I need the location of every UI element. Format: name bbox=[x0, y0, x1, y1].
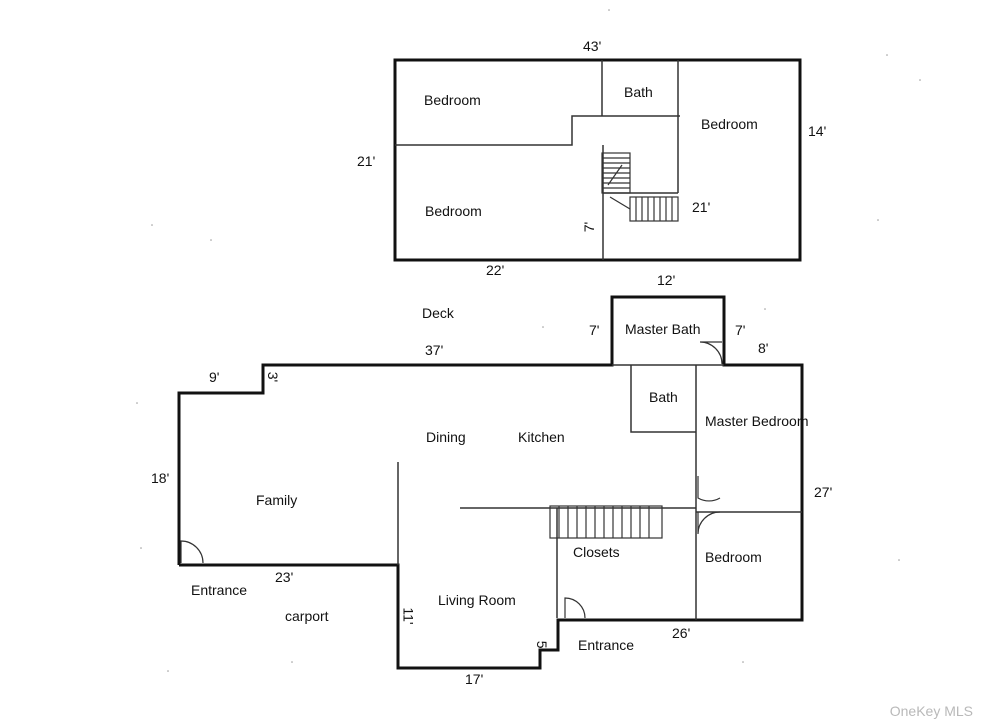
master-bedroom-label: Master Bedroom bbox=[705, 413, 809, 429]
upper-dim-top: 43' bbox=[583, 38, 602, 54]
master-bath-label: Master Bath bbox=[625, 321, 701, 337]
dim-family-step: 3' bbox=[265, 371, 282, 383]
dim-master-bath-top: 12' bbox=[657, 272, 676, 288]
upper-bath: Bath bbox=[624, 84, 653, 100]
dim-family-bottom: 23' bbox=[275, 569, 294, 585]
dim-bottom-right: 26' bbox=[672, 625, 691, 641]
upper-stairs bbox=[601, 152, 679, 222]
upper-dim-stair: 21' bbox=[692, 199, 711, 215]
upper-dim-bottom: 22' bbox=[486, 262, 505, 278]
dim-living-bottom: 17' bbox=[465, 671, 484, 687]
kitchen-label: Kitchen bbox=[518, 429, 565, 445]
bedroom-label: Bedroom bbox=[705, 549, 762, 565]
dim-right-side: 27' bbox=[814, 484, 833, 500]
upper-dim-left: 21' bbox=[357, 153, 376, 169]
dim-step-right: 8' bbox=[758, 340, 769, 356]
dining-label: Dining bbox=[426, 429, 466, 445]
door-swings bbox=[180, 341, 723, 619]
carport-label: carport bbox=[285, 608, 329, 624]
family-label: Family bbox=[256, 492, 298, 508]
dim-living-left: 11' bbox=[400, 607, 417, 625]
dim-family-left: 18' bbox=[151, 470, 170, 486]
dim-living-notch: 5' bbox=[534, 640, 551, 652]
upper-bedroom-sw: Bedroom bbox=[425, 203, 482, 219]
dim-family-top: 9' bbox=[209, 369, 220, 385]
entrance-south-label: Entrance bbox=[578, 637, 635, 653]
bath-label: Bath bbox=[649, 389, 678, 405]
lower-stairs bbox=[549, 505, 663, 539]
dim-top-run: 37' bbox=[425, 342, 444, 358]
upper-bedroom-east: Bedroom bbox=[701, 116, 758, 132]
watermark: OneKey MLS bbox=[889, 703, 973, 719]
upper-floor-walls bbox=[393, 58, 802, 262]
living-room-label: Living Room bbox=[438, 592, 516, 608]
closets-label: Closets bbox=[573, 544, 620, 560]
speckles bbox=[136, 9, 921, 672]
upper-bedroom-nw: Bedroom bbox=[424, 92, 481, 108]
upper-dim-stair-side: 7' bbox=[581, 221, 598, 233]
lower-floor-walls bbox=[177, 295, 804, 670]
upper-dim-right: 14' bbox=[808, 123, 827, 139]
deck-label: Deck bbox=[422, 305, 454, 321]
dim-master-bath-left: 7' bbox=[589, 322, 600, 338]
dim-master-bath-right: 7' bbox=[735, 322, 746, 338]
entrance-west-label: Entrance bbox=[191, 582, 248, 598]
